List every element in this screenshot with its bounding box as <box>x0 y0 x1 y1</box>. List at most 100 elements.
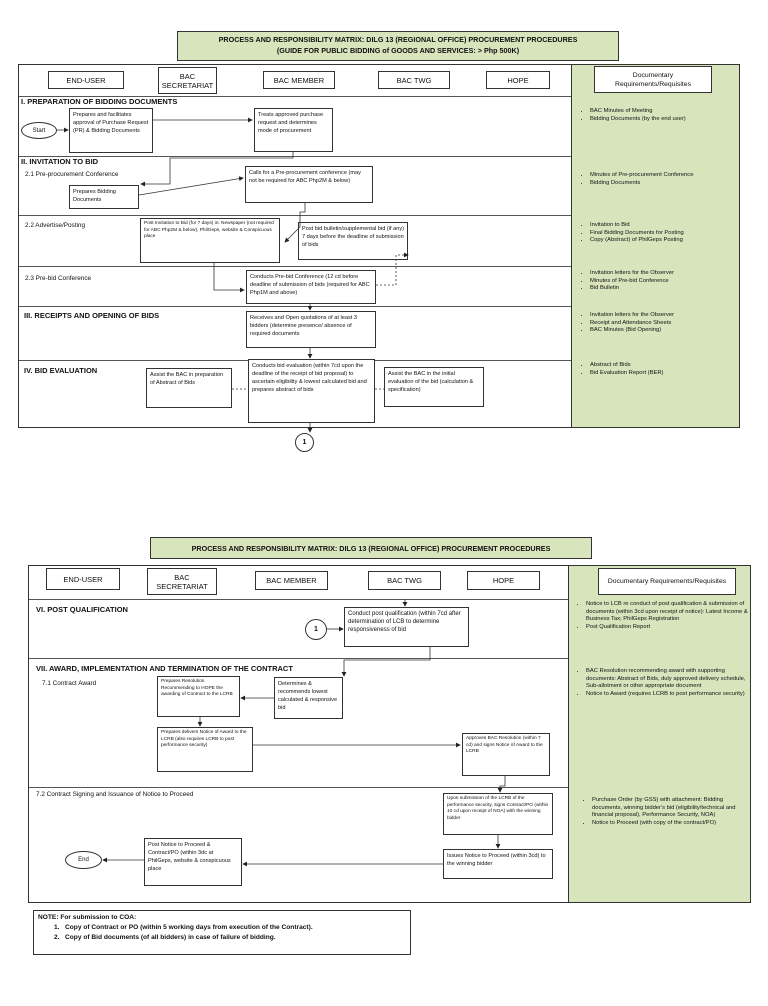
page2-title: PROCESS AND RESPONSIBILITY MATRIX: DILG … <box>150 537 592 559</box>
row-divider <box>19 215 571 216</box>
flow-arrow <box>341 647 431 677</box>
requirement-item: Notice to Proceed (with copy of the cont… <box>592 820 748 828</box>
requirements-postqual: Notice to LCB re conduct of post qualifi… <box>574 601 748 631</box>
receives-open-box: Receives and Open quotations of at least… <box>246 311 376 348</box>
header-bac-twg: BAC TWG <box>368 571 441 590</box>
page1-requirements-column <box>571 65 739 427</box>
prepares-pr-box: Prepares and facilitates approval of Pur… <box>69 108 153 153</box>
requirements-advertise: Invitation to BidFinal Bidding Documents… <box>578 222 738 245</box>
page1-matrix <box>18 64 740 428</box>
row-divider <box>19 266 571 267</box>
start-oval: Start <box>21 122 57 139</box>
note-item: 1. Copy of Contract or PO (within 5 work… <box>54 924 313 931</box>
requirement-item: Invitation letters for the Observer <box>590 312 738 320</box>
prepares-bidding-box: Prepares Bidding Documents <box>69 185 139 209</box>
header-documentary: Documentary Requirements/Requisites <box>594 66 712 93</box>
post-ntp-box: Post Notice to Proceed & Contract/PO (wi… <box>144 838 242 886</box>
header-bac-twg: BAC TWG <box>378 71 450 89</box>
requirement-item: Copy (Abstract) of PhilGeps Posting <box>590 237 738 245</box>
requirements-receipts: Invitation letters for the ObserverRecei… <box>578 312 738 335</box>
header-end-user: END-USER <box>48 71 124 89</box>
flow-arrow <box>213 263 245 293</box>
requirement-item: BAC Minutes (Bid Opening) <box>590 327 738 335</box>
requirements-prebid: Invitation letters for the ObserverMinut… <box>578 270 738 293</box>
requirement-item: Bid Bulletin <box>590 285 738 293</box>
page2-title-line1: PROCESS AND RESPONSIBILITY MATRIX: DILG … <box>191 544 551 553</box>
section-invitation: II. INVITATION TO BID <box>21 157 99 166</box>
assist-initial-box: Assist the BAC in the initial evaluation… <box>384 367 484 407</box>
section-bid-evaluation: IV. BID EVALUATION <box>24 366 98 375</box>
post-bulletin-box: Post bid bulletin/supplemental bid (if a… <box>298 222 408 260</box>
offpage-connector: 1 <box>295 433 314 452</box>
page1-title-line1: PROCESS AND RESPONSIBILITY MATRIX: DILG … <box>218 35 578 44</box>
assist-abstract-box: Assist the BAC in preparation of Abstrac… <box>146 368 232 408</box>
section-award: VII. AWARD, IMPLEMENTATION AND TERMINATI… <box>36 664 293 673</box>
requirement-item: Abstract of Bids <box>590 362 738 370</box>
treats-pr-box: Treats approved purchase request and det… <box>254 108 333 152</box>
header-bac-secretariat: BAC SECRETARIAT <box>158 67 217 94</box>
prepares-resolution-box: Prepares Resolution Recommending to HOPE… <box>157 676 240 717</box>
requirements-prep: BAC Minutes of MeetingBidding Documents … <box>578 108 738 123</box>
requirement-item: Purchase Order (by GSS) with attachment:… <box>592 797 748 820</box>
header-hope: HOPE <box>467 571 540 590</box>
subsection-advertise: 2.2 Advertise/Posting <box>25 222 86 229</box>
requirement-item: Invitation to Bid <box>590 222 738 230</box>
requirement-item: Notice to LCB re conduct of post qualifi… <box>586 601 748 624</box>
page1-title: PROCESS AND RESPONSIBILITY MATRIX: DILG … <box>177 31 619 61</box>
note-item-text: Copy of Bid documents (of all bidders) i… <box>65 934 276 941</box>
page2-matrix <box>28 565 751 903</box>
section-receipts: III. RECEIPTS AND OPENING OF BIDS <box>24 311 160 320</box>
requirement-item: Bidding Documents <box>590 180 738 188</box>
row-divider <box>29 599 568 600</box>
header-bac-member: BAC MEMBER <box>263 71 335 89</box>
requirement-item: Receipt and Attendance Sheets <box>590 320 738 328</box>
requirement-item: Invitation letters for the Observer <box>590 270 738 278</box>
row-divider <box>19 156 571 157</box>
requirements-evaluation: Abstract of BidsBid Evaluation Report (B… <box>578 362 738 377</box>
post-invitation-box: Post Invitation to Bid (for 7 days) in: … <box>140 218 280 263</box>
header-documentary: Documentary Requirements/Requisites <box>598 568 736 595</box>
requirement-item: BAC Resolution recommending award with s… <box>586 668 748 691</box>
subsection-contract-signing: 7.2 Contract Signing and Issuance of Not… <box>36 791 194 798</box>
note-title: NOTE: For submission to COA: <box>38 914 137 921</box>
requirement-item: Bidding Documents (by the end user) <box>590 116 738 124</box>
issues-ntp-box: Issues Notice to Proceed (within 3cd) to… <box>443 849 553 879</box>
subsection-pre-procurement: 2.1 Pre-procurement Conference <box>25 171 119 178</box>
upon-submission-box: Upon submission of the LCRB of the perfo… <box>443 793 553 835</box>
flow-arrow <box>138 176 244 196</box>
row-divider <box>19 306 571 307</box>
approves-resolution-box: Approves BAC Resolution (within 7 cd) an… <box>462 733 550 776</box>
row-divider <box>19 96 571 97</box>
subsection-contract-award: 7.1 Contract Award <box>42 680 97 687</box>
note-item-text: Copy of Contract or PO (within 5 working… <box>65 924 313 931</box>
end-oval: End <box>65 851 102 869</box>
conducts-eval-box: Conducts bid evaluation (within 7cd upon… <box>248 359 375 423</box>
coa-note: NOTE: For submission to COA: 1. Copy of … <box>33 910 411 955</box>
prepares-notice-box: Prepares delivers Notice of Award to the… <box>157 727 253 772</box>
header-bac-member: BAC MEMBER <box>255 571 328 590</box>
requirements-preproc: Minutes of Pre-procurement ConferenceBid… <box>578 172 738 187</box>
requirement-item: Bid Evaluation Report (BER) <box>590 370 738 378</box>
conducts-prebid-box: Conducts Pre-bid Conference (12 cd befor… <box>246 270 376 304</box>
row-divider <box>29 787 568 788</box>
page2-requirements-column <box>568 566 750 902</box>
note-item: 2. Copy of Bid documents (of all bidders… <box>54 934 276 941</box>
header-end-user: END-USER <box>46 568 120 590</box>
conduct-postqual-box: Conduct post qualification (within 7cd a… <box>344 607 469 647</box>
requirement-item: Notice to Award (requires LCRB to post p… <box>586 691 748 699</box>
subsection-pre-bid: 2.3 Pre-bid Conference <box>25 275 92 282</box>
calls-preproc-box: Calls for a Pre-procurement conference (… <box>245 166 373 203</box>
requirements-award: BAC Resolution recommending award with s… <box>574 668 748 698</box>
header-hope: HOPE <box>486 71 550 89</box>
requirement-item: Minutes of Pre-procurement Conference <box>590 172 738 180</box>
requirement-item: Post Qualification Report <box>586 624 748 632</box>
requirement-item: Final Bidding Documents for Posting <box>590 230 738 238</box>
flow-arrow <box>497 776 506 793</box>
requirement-item: Minutes of Pre-bid Conference <box>590 278 738 286</box>
flow-arrow <box>284 203 306 243</box>
row-divider <box>29 658 568 659</box>
page1-title-line2: (GUIDE FOR PUBLIC BIDDING of GOODS AND S… <box>276 46 520 55</box>
flow-arrow <box>376 252 409 286</box>
flow-arrow <box>140 152 294 187</box>
